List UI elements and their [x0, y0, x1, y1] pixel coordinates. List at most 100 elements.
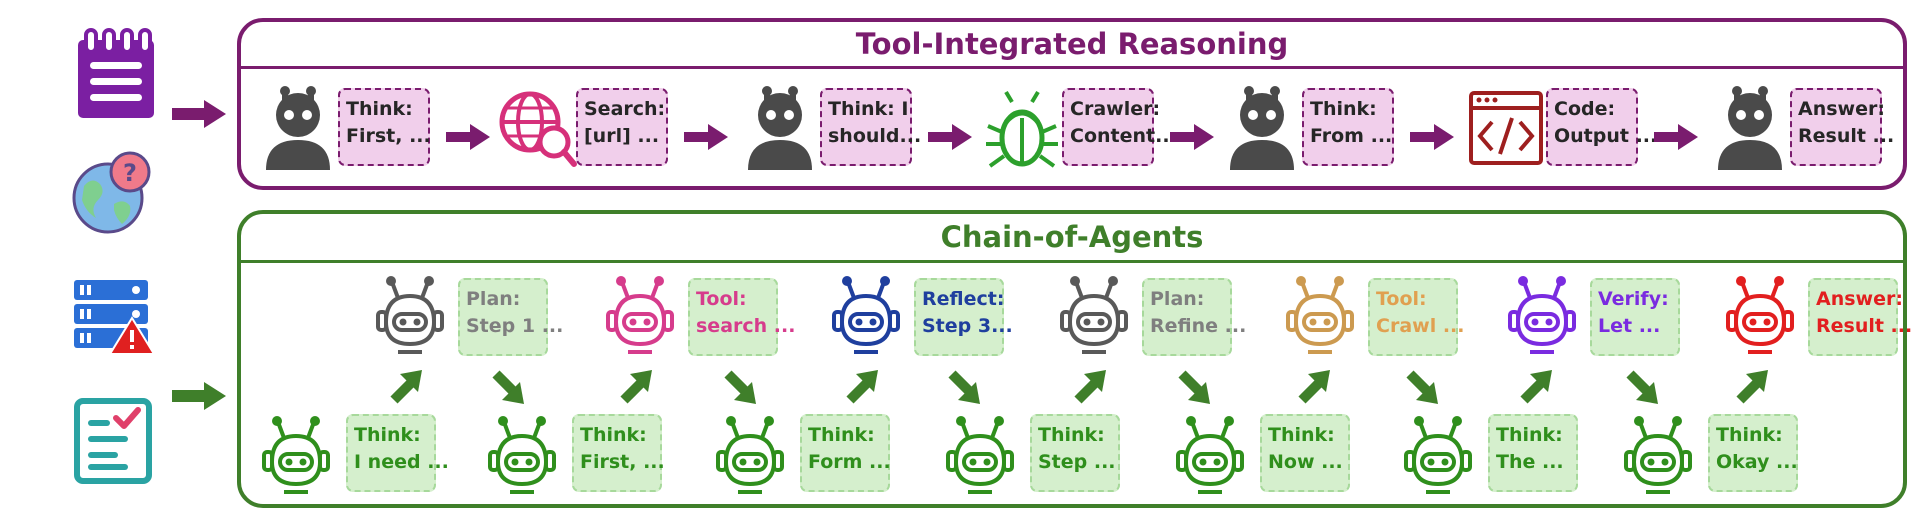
- coa-think-note-3: Think: Form ...: [800, 414, 891, 492]
- think-agent-icon-6: [1404, 416, 1472, 494]
- coa-think-note-7-text: Okay ...: [1716, 451, 1798, 473]
- tir-arrow-2: [684, 124, 728, 150]
- coa-think-note-2: Think: First, ...: [572, 414, 665, 492]
- code-window-icon: [1469, 91, 1543, 165]
- handoff-up-arrow-6: [1520, 370, 1552, 404]
- tir-note-6: Code: Output ...: [1546, 88, 1658, 166]
- coa-title: Chain-of-Agents: [940, 220, 1204, 254]
- coa-title-bar: Chain-of-Agents: [241, 214, 1903, 263]
- coa-input-arrow: [172, 382, 226, 410]
- coa-spec-note-4: Plan: Refine ...: [1142, 278, 1247, 356]
- handoff-down-arrow-4: [1178, 370, 1210, 404]
- coa-think-note-2-text: First, ...: [580, 451, 665, 473]
- tir-note-2: Search: [url] ...: [576, 88, 668, 166]
- tir-arrow-4: [1170, 124, 1214, 150]
- tir-panel: Tool-Integrated Reasoning: [237, 18, 1907, 190]
- tir-note-1-text: First, ...: [346, 125, 431, 147]
- coa-think-note-4: Think:Step ...: [1030, 414, 1120, 492]
- coa-spec-note-2-label: Tool:: [696, 288, 747, 310]
- coa-spec-note-7-label: Answer:: [1816, 288, 1903, 310]
- tir-note-4: Crawler: Content...: [1062, 88, 1177, 166]
- tir-note-1-label: Think:: [346, 98, 413, 120]
- coa-think-note-6: Think: The ...: [1488, 414, 1578, 492]
- tir-note-4-label: Crawler:: [1070, 98, 1161, 120]
- specialist-agent-icon-6: [1508, 276, 1576, 354]
- coa-think-note-1-label: Think:: [354, 424, 421, 446]
- coa-spec-note-5: Tool:Crawl ...: [1368, 278, 1465, 356]
- tir-note-7-label: Answer:: [1798, 98, 1885, 120]
- coa-think-note-5-text: Now ...: [1268, 451, 1343, 473]
- handoff-down-arrow-6: [1626, 370, 1658, 404]
- server-warning-icon: [74, 280, 156, 355]
- agent-icon: [1230, 86, 1294, 170]
- tir-note-3-label: Think: I: [828, 98, 909, 120]
- handoff-up-arrow-7: [1736, 370, 1768, 404]
- coa-think-note-4-label: Think:: [1038, 424, 1105, 446]
- coa-spec-note-3: Reflect: Step 3...: [914, 278, 1013, 356]
- tir-note-4-text: Content...: [1070, 125, 1177, 147]
- handoff-up-arrow-3: [846, 370, 878, 404]
- think-agent-icon-5: [1176, 416, 1244, 494]
- coa-think-note-7-label: Think:: [1716, 424, 1783, 446]
- coa-think-note-1-text: I need ...: [354, 451, 449, 473]
- tir-note-6-text: Output ...: [1554, 125, 1658, 147]
- handoff-up-arrow-5: [1298, 370, 1330, 404]
- tir-note-5-label: Think:: [1310, 98, 1377, 120]
- coa-spec-note-5-text: Crawl ...: [1376, 315, 1465, 337]
- tir-title-bar: Tool-Integrated Reasoning: [241, 22, 1903, 69]
- coa-think-note-5-label: Think:: [1268, 424, 1335, 446]
- coa-spec-note-1-text: Step 1 ...: [466, 315, 564, 337]
- coa-spec-note-2-text: search ...: [696, 315, 796, 337]
- tir-arrow-5: [1410, 124, 1454, 150]
- tir-title: Tool-Integrated Reasoning: [855, 27, 1289, 61]
- tir-note-7: Answer: Result ...: [1790, 88, 1895, 166]
- handoff-up-arrow-1: [390, 370, 422, 404]
- coa-spec-note-1: Plan: Step 1 ...: [458, 278, 564, 356]
- coa-think-note-3-label: Think:: [808, 424, 875, 446]
- coa-think-note-3-text: Form ...: [808, 451, 891, 473]
- coa-spec-note-4-label: Plan:: [1150, 288, 1205, 310]
- coa-think-note-6-text: The ...: [1496, 451, 1564, 473]
- coa-think-note-2-label: Think:: [580, 424, 647, 446]
- notepad-icon: [78, 28, 154, 118]
- handoff-up-arrow-2: [620, 370, 652, 404]
- specialist-agent-icon-7: [1726, 276, 1794, 354]
- coa-spec-note-6-label: Verify:: [1598, 288, 1669, 310]
- handoff-down-arrow-1: [492, 370, 524, 404]
- globe-question-icon: ?: [72, 151, 151, 234]
- think-agent-icon-1: [262, 416, 330, 494]
- coa-spec-note-2: Tool: search ...: [688, 278, 796, 356]
- web-search-icon: [499, 91, 577, 167]
- agent-icon: [1718, 86, 1782, 170]
- tir-note-2-text: [url] ...: [584, 125, 660, 147]
- coa-panel: Chain-of-Agents: [237, 210, 1907, 508]
- specialist-agent-icon-3: [832, 276, 900, 354]
- coa-spec-note-4-text: Refine ...: [1150, 315, 1247, 337]
- coa-spec-note-1-label: Plan:: [466, 288, 521, 310]
- tir-note-7-text: Result ...: [1798, 125, 1895, 147]
- tir-arrow-3: [928, 124, 972, 150]
- specialist-agent-icon-5: [1286, 276, 1354, 354]
- agent-icon: [748, 86, 812, 170]
- think-agent-icon-3: [716, 416, 784, 494]
- tir-arrow-1: [446, 124, 490, 150]
- crawler-bug-icon: [986, 90, 1058, 168]
- checklist-icon: [74, 398, 152, 484]
- tir-note-1: Think: First, ...: [338, 88, 431, 166]
- coa-think-note-6-label: Think:: [1496, 424, 1563, 446]
- coa-think-note-5: Think: Now ...: [1260, 414, 1350, 492]
- tir-arrow-6: [1654, 124, 1698, 150]
- tir-note-6-label: Code:: [1554, 98, 1616, 120]
- tir-note-2-label: Search:: [584, 98, 666, 120]
- tir-input-arrow: [172, 100, 226, 128]
- coa-spec-note-3-text: Step 3...: [922, 315, 1013, 337]
- coa-spec-note-6: Verify: Let ...: [1590, 278, 1680, 356]
- coa-spec-note-6-text: Let ...: [1598, 315, 1661, 337]
- handoff-down-arrow-3: [948, 370, 980, 404]
- think-agent-icon-2: [488, 416, 556, 494]
- agent-icon: [266, 86, 330, 170]
- coa-think-note-7: Think: Okay ...: [1708, 414, 1798, 492]
- coa-spec-note-3-label: Reflect:: [922, 288, 1005, 310]
- coa-spec-note-7-text: Result ...: [1816, 315, 1912, 337]
